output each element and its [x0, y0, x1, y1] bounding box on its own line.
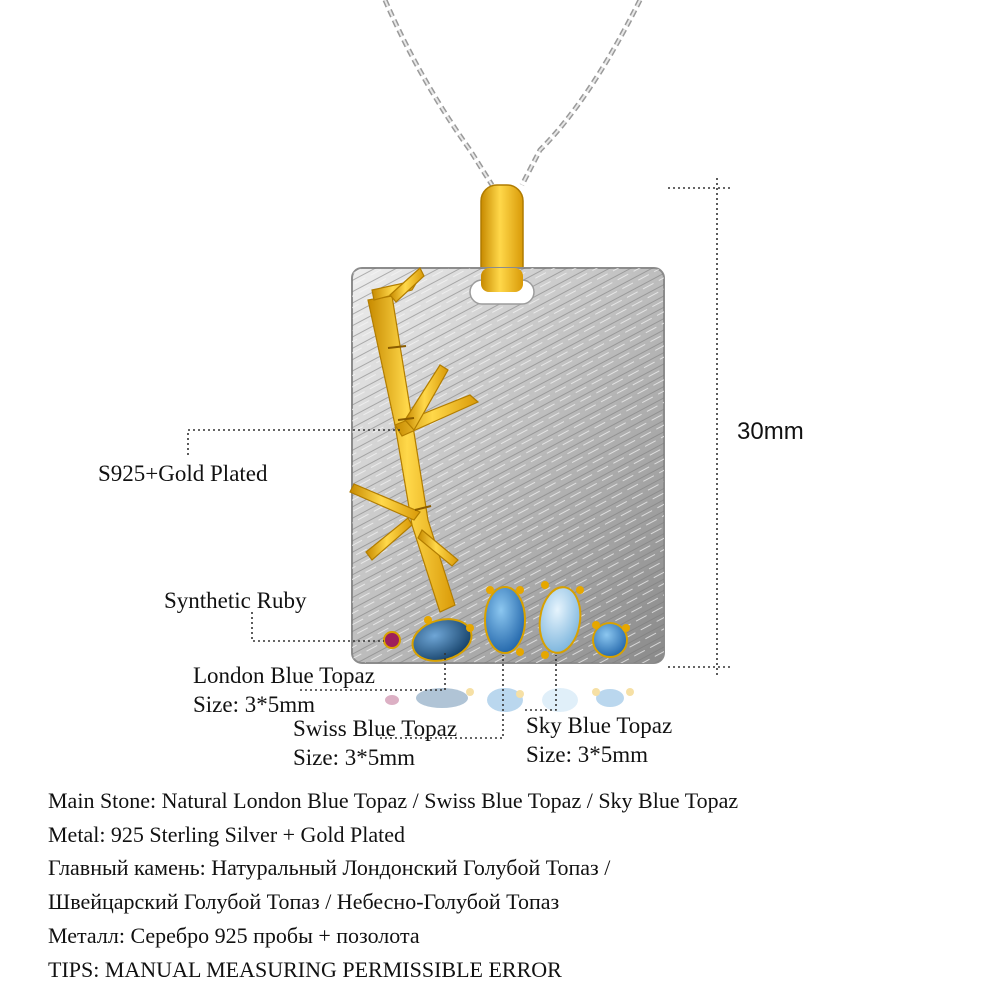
london-topaz-size: Size: 3*5mm [193, 692, 316, 717]
small-blue-topaz-stone [592, 622, 628, 658]
chain [382, 0, 643, 187]
height-dimension [668, 178, 730, 676]
gemstones [383, 581, 630, 662]
ruby-label: Synthetic Ruby [164, 588, 307, 613]
bamboo-motif [349, 267, 480, 613]
material-label: S925+Gold Plated [98, 461, 268, 486]
london-blue-topaz-stone [411, 618, 473, 662]
spec-metal: Metal: 925 Sterling Silver + Gold Plated [48, 822, 406, 847]
london-topaz-label: London Blue Topaz [193, 663, 375, 688]
sky-topaz-label: Sky Blue Topaz [526, 713, 673, 738]
london-leader [300, 650, 446, 691]
sky-topaz-size: Size: 3*5mm [526, 742, 649, 767]
ruby-leader [251, 612, 384, 642]
spec-metal-ru: Металл: Серебро 925 пробы + позолота [48, 923, 420, 948]
ruby-stone [383, 631, 401, 649]
reflection [385, 688, 634, 712]
swiss-leader [380, 655, 504, 739]
spec-tips: TIPS: MANUAL MEASURING PERMISSIBLE ERROR [48, 957, 562, 982]
height-label: 30mm [737, 418, 804, 445]
swiss-blue-topaz-stone [484, 586, 526, 654]
material-leader [187, 429, 402, 455]
spec-main-stone-ru-2: Швейцарский Голубой Топаз / Небесно-Голу… [48, 889, 560, 914]
swiss-topaz-size: Size: 3*5mm [293, 745, 416, 770]
sky-leader [525, 655, 557, 711]
swiss-topaz-label: Swiss Blue Topaz [293, 716, 458, 741]
spec-main-stone-ru-1: Главный камень: Натуральный Лондонский Г… [48, 855, 611, 880]
sky-blue-topaz-stone [538, 586, 582, 654]
spec-main-stone: Main Stone: Natural London Blue Topaz / … [48, 788, 739, 813]
